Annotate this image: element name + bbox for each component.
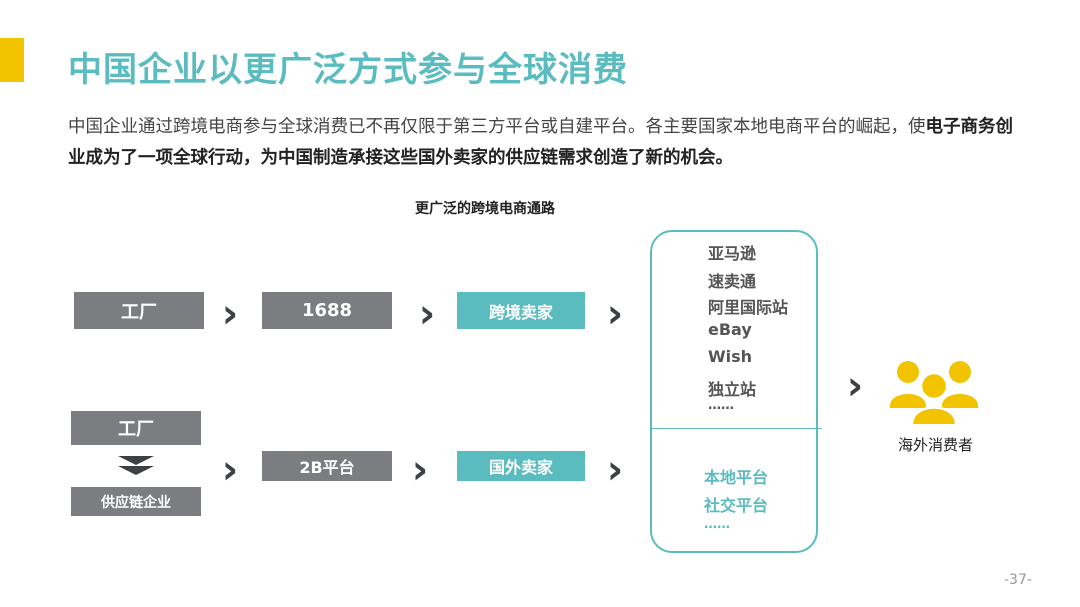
chevron-right-icon: ›: [606, 447, 624, 493]
row2-supply-label: 供应链企业: [101, 494, 171, 511]
row2-seller-label: 国外卖家: [488, 458, 553, 477]
chevron-right-icon: ›: [411, 447, 429, 493]
people-group-icon: [890, 361, 978, 424]
row1-seller-label: 跨境卖家: [488, 302, 553, 322]
row2-platform-label: 2B平台: [299, 458, 355, 477]
platforms-panel: [650, 230, 818, 553]
double-chevron-down-icon: [118, 456, 154, 475]
row1-factory-box: 工厂: [74, 292, 204, 329]
chevron-right-icon: ›: [221, 291, 239, 337]
diagram-title: 更广泛的跨境电商通路: [415, 201, 555, 217]
intro-normal-text: 中国企业通过跨境电商参与全球消费已不再仅限于第三方平台或自建平台。各主要国家本地…: [68, 117, 926, 137]
row2-platform-box: 2B平台: [262, 451, 392, 481]
platform-item: ……: [708, 398, 734, 413]
platform-item: Wish: [708, 347, 753, 366]
intro-paragraph: 中国企业通过跨境电商参与全球消费已不再仅限于第三方平台或自建平台。各主要国家本地…: [68, 112, 1018, 174]
platform-item: 独立站: [708, 380, 757, 399]
chevron-right-icon: ›: [418, 291, 436, 337]
local-platform-item: 本地平台: [704, 468, 769, 487]
row1-platform-label: 1688: [301, 300, 353, 321]
chevron-right-icon: ›: [606, 291, 624, 337]
intro-bold-text: 电子商务创业成为了一项全球行动，为中国制造承接这些国外卖家的供应链需求创造了新的…: [68, 117, 1013, 168]
chevron-right-icon: ›: [846, 363, 864, 409]
row2-supply-box: 供应链企业: [71, 487, 201, 516]
platform-item: 阿里国际站: [708, 298, 789, 317]
row2-seller-box: 国外卖家: [457, 451, 585, 481]
consumer-label: 海外消费者: [898, 436, 974, 454]
title-accent-bar: [0, 38, 24, 82]
row2-factory-box: 工厂: [71, 411, 201, 445]
platform-item: 速卖通: [708, 272, 757, 291]
row1-factory-label: 工厂: [121, 301, 157, 323]
local-platform-item: ……: [704, 517, 730, 532]
page-title: 中国企业以更广泛方式参与全球消费: [68, 50, 628, 90]
row2-factory-label: 工厂: [118, 419, 154, 440]
chevron-right-icon: ›: [221, 447, 239, 493]
local-platform-item: 社交平台: [704, 496, 769, 515]
panel-divider: [650, 428, 822, 429]
page-number: -37-: [1004, 572, 1032, 588]
platform-item: eBay: [708, 320, 752, 339]
platform-item: 亚马逊: [708, 244, 757, 263]
row1-platform-box: 1688: [262, 292, 392, 329]
row1-seller-box: 跨境卖家: [457, 292, 585, 329]
